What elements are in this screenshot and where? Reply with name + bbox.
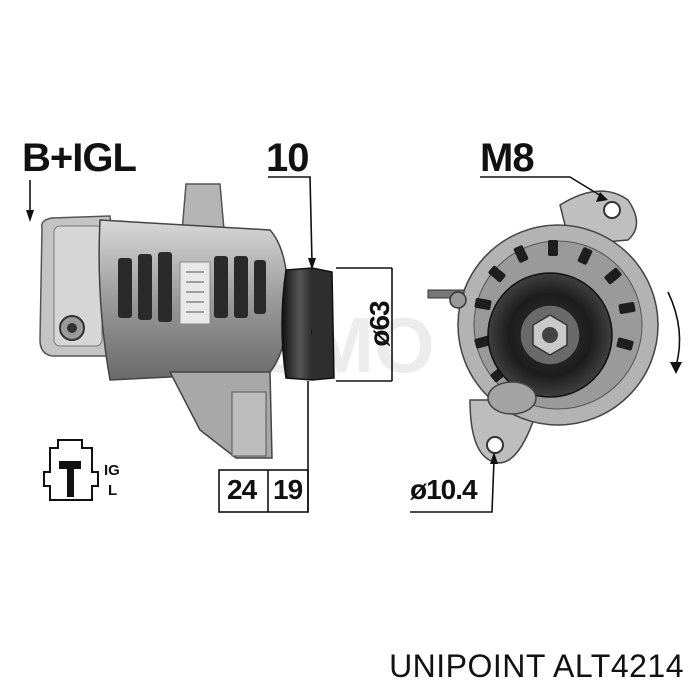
footer-brand: UNIPOINT xyxy=(389,648,546,684)
dimension-lines xyxy=(26,176,682,513)
dimension-a-label: 24 xyxy=(227,474,257,505)
pulley-grooves-label: 10 xyxy=(266,136,309,180)
mount-bolt-label: M8 xyxy=(480,136,535,180)
dimension-b-label: 19 xyxy=(273,474,303,505)
footer-part-label: UNIPOINT ALT4214 xyxy=(389,648,684,685)
alternator-side-view xyxy=(39,183,335,459)
pulley-diameter-label: ø63 xyxy=(364,301,395,347)
connector-ig-label: IG xyxy=(104,462,120,479)
footer-part-number: ALT4214 xyxy=(553,648,684,684)
terminal-label: B+IGL xyxy=(22,136,137,180)
hole-diameter-label: ø10.4 xyxy=(410,474,478,505)
connector-l-label: L xyxy=(108,482,118,499)
connector-symbol xyxy=(43,439,99,501)
alternator-front-view xyxy=(427,190,659,464)
